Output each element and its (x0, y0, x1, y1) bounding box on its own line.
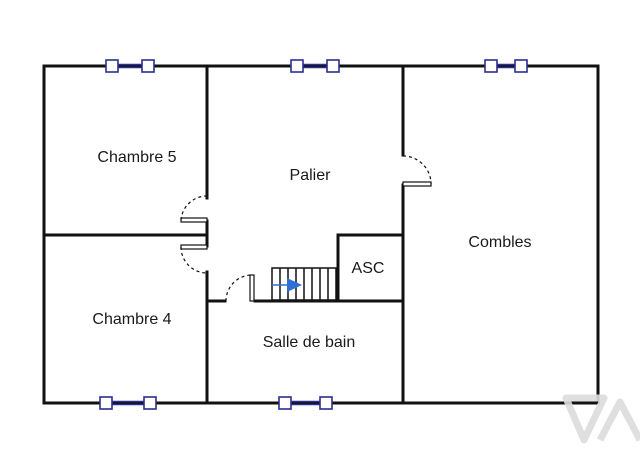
window-chambre4 (99, 396, 157, 410)
windows (99, 59, 528, 410)
label-chambre5: Chambre 5 (97, 149, 176, 166)
label-salle-de-bain: Salle de bain (263, 334, 356, 351)
arrow-right-icon (287, 278, 302, 292)
label-chambre4: Chambre 4 (92, 311, 171, 328)
staircase (271, 267, 337, 301)
door-chambre5 (180, 195, 208, 223)
label-palier: Palier (290, 167, 332, 184)
door-chambre4 (180, 244, 208, 274)
door-salle-de-bain (225, 274, 255, 302)
window-palier (290, 59, 340, 73)
label-combles: Combles (468, 234, 531, 251)
window-combles (484, 59, 528, 73)
door-combles (402, 155, 432, 187)
interior-walls (42, 64, 405, 405)
doors (180, 155, 432, 302)
window-salle-de-bain (278, 396, 333, 410)
logo-watermark (562, 394, 640, 444)
label-asc: ASC (352, 260, 385, 277)
window-chambre5 (105, 59, 155, 73)
room-labels: Chambre 5 Palier Combles ASC Chambre 4 S… (92, 149, 531, 351)
